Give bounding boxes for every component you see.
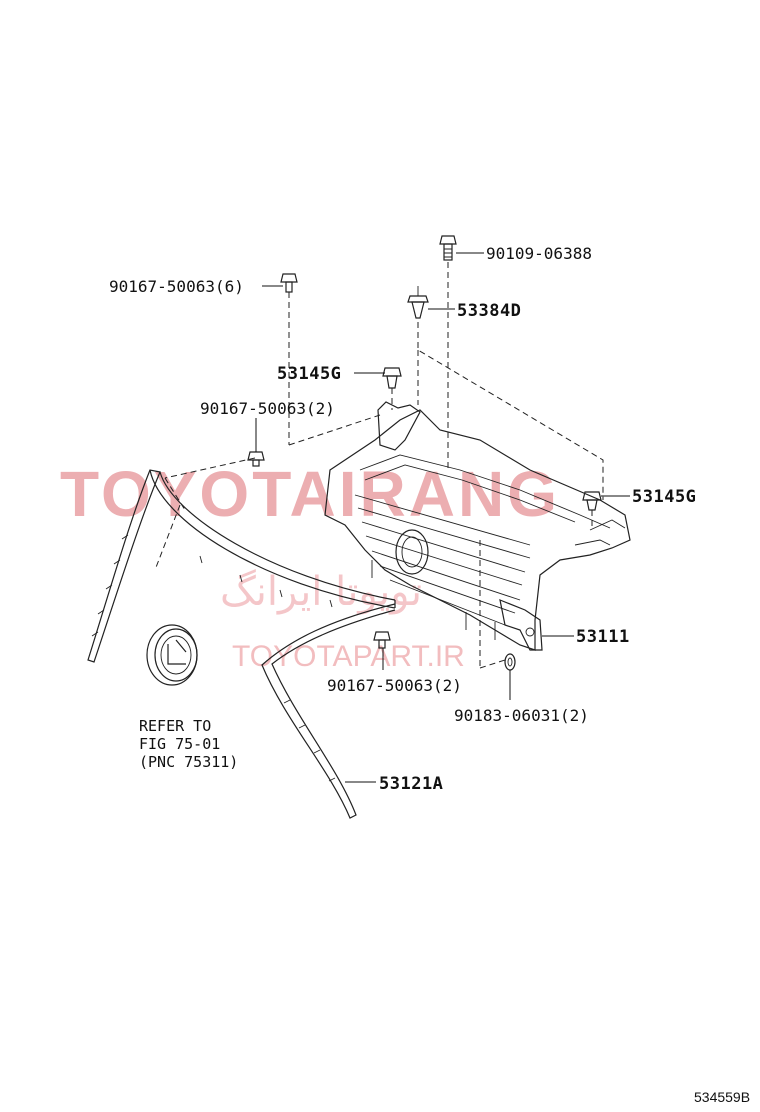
label-grille-53111: 53111 (576, 627, 630, 647)
leader-lines (255, 252, 630, 783)
label-clip-53384d: 53384D (457, 301, 521, 321)
reference-line-2: FIG 75-01 (139, 735, 220, 753)
reference-line-3: (PNC 75311) (139, 753, 238, 771)
assembly-dashed-lines (154, 262, 604, 669)
retainer-53145g-right-icon (582, 491, 602, 511)
label-bolt-90109: 90109-06388 (486, 244, 592, 263)
nut-90183-icon (504, 653, 516, 671)
label-screw-90167-2-bottom: 90167-50063(2) (327, 676, 462, 695)
label-retainer-53145g-right: 53145G (632, 487, 696, 507)
label-screw-90167-6: 90167-50063(6) (109, 277, 244, 296)
figure-id: 534559B (694, 1089, 750, 1105)
screw-90167-mid-icon (247, 451, 265, 467)
clip-53384d-icon (407, 286, 429, 319)
radiator-grille-53111 (324, 401, 631, 651)
watermark-persian: تویوتا ایرانگ (220, 569, 422, 615)
reference-line-1: REFER TO (139, 717, 211, 735)
screw-90167-top-icon (280, 273, 298, 293)
bolt-90109-icon (439, 235, 457, 261)
label-nut-90183: 90183-06031(2) (454, 706, 589, 725)
retainer-53145g-left-icon (382, 367, 402, 389)
front-molding-53121a (87, 469, 396, 819)
emblem-reference-part (146, 624, 198, 686)
screw-90167-bottom-icon (373, 631, 391, 649)
label-retainer-53145g-left: 53145G (277, 364, 341, 384)
watermark-brand: TOYOTAIRANG (60, 458, 560, 530)
label-molding-53121a: 53121A (379, 774, 443, 794)
label-screw-90167-2-mid: 90167-50063(2) (200, 399, 335, 418)
watermark-site: TOYOTAPART.IR (232, 640, 465, 673)
